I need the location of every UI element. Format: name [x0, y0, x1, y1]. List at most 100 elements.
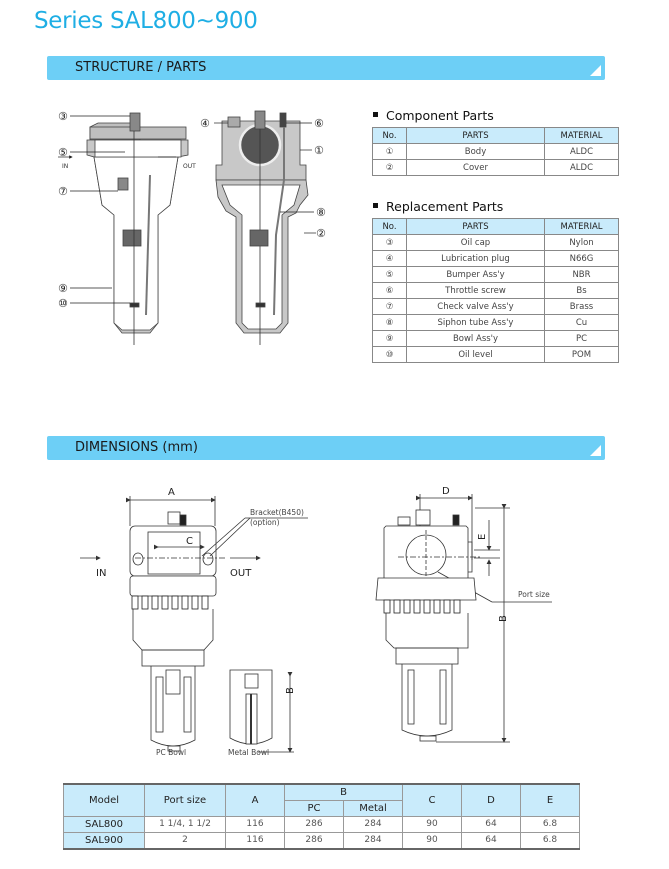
col-b-metal: Metal — [343, 799, 403, 817]
callout-8: ⑧ — [316, 206, 326, 219]
cell-material: ALDC — [544, 159, 619, 176]
cell-no: ⑥ — [372, 282, 407, 299]
cell-material: Brass — [544, 298, 619, 315]
in-label: IN — [96, 568, 106, 579]
cell-no: ② — [372, 159, 407, 176]
table-row: SAL900 2 116 286 284 90 64 6.8 — [63, 831, 580, 849]
cell-d: 64 — [461, 815, 521, 833]
cell-model: SAL900 — [63, 831, 145, 849]
component-parts-heading: Component Parts — [373, 108, 494, 123]
section-header-structure: STRUCTURE / PARTS — [47, 56, 605, 80]
section-title: STRUCTURE / PARTS — [75, 60, 207, 75]
cell-part: Body — [406, 143, 545, 160]
cell-part: Oil level — [406, 346, 545, 363]
port-size-label: Port size — [518, 590, 550, 599]
cell-b-metal: 284 — [343, 815, 403, 833]
cell-no: ④ — [372, 250, 407, 267]
cell-b-pc: 286 — [284, 815, 344, 833]
col-port-size: Port size — [144, 783, 226, 817]
callout-5: ⑤ — [58, 146, 68, 159]
replacement-parts-heading: Replacement Parts — [373, 199, 503, 214]
cell-part: Bumper Ass'y — [406, 266, 545, 283]
cell-part: Cover — [406, 159, 545, 176]
callout-2: ② — [316, 227, 326, 240]
cell-e: 6.8 — [520, 831, 580, 849]
cell-material: POM — [544, 346, 619, 363]
cell-b-pc: 286 — [284, 831, 344, 849]
col-a: A — [225, 783, 285, 817]
cell-material: ALDC — [544, 143, 619, 160]
out-label: OUT — [230, 568, 252, 579]
callout-4: ④ — [200, 117, 210, 130]
cell-no: ⑨ — [372, 330, 407, 347]
cell-material: PC — [544, 330, 619, 347]
cell-no: ① — [372, 143, 407, 160]
cell-a: 116 — [225, 831, 285, 849]
cell-no: ⑩ — [372, 346, 407, 363]
pc-bowl-label: PC Bowl — [156, 748, 186, 757]
col-d: D — [461, 783, 521, 817]
cell-port-size: 2 — [144, 831, 226, 849]
col-b: B — [284, 783, 403, 801]
table-row: ② Cover ALDC — [372, 159, 619, 176]
cell-part: Bowl Ass'y — [406, 330, 545, 347]
dim-label-e: E — [477, 534, 488, 540]
col-no: No. — [372, 218, 407, 235]
cell-e: 6.8 — [520, 815, 580, 833]
col-parts: PARTS — [406, 127, 545, 144]
dim-label-b: B — [498, 615, 509, 622]
col-e: E — [520, 783, 580, 817]
dim-label-a: A — [168, 487, 175, 498]
cell-port-size: 1 1/4, 1 1/2 — [144, 815, 226, 833]
fins-side — [383, 599, 461, 614]
bullet-icon — [373, 112, 378, 117]
cell-part: Check valve Ass'y — [406, 298, 545, 315]
col-no: No. — [372, 127, 407, 144]
col-parts: PARTS — [406, 218, 545, 235]
cell-part: Throttle screw — [406, 282, 545, 299]
cell-part: Siphon tube Ass'y — [406, 314, 545, 331]
cell-c: 90 — [402, 815, 462, 833]
col-material: MATERIAL — [544, 218, 619, 235]
cell-model: SAL800 — [63, 815, 145, 833]
fins-front — [131, 595, 209, 610]
cell-material: Bs — [544, 282, 619, 299]
callout-1: ① — [314, 144, 324, 157]
table-row: SAL800 1 1/4, 1 1/2 116 286 284 90 64 6.… — [63, 815, 580, 833]
dim-label-d: D — [442, 486, 450, 497]
dimensions-table: Model Port size A B C D E PC Metal SAL80… — [63, 783, 580, 850]
component-parts-table: No. PARTS MATERIAL ① Body ALDC ② Cover A… — [372, 127, 619, 176]
cell-a: 116 — [225, 815, 285, 833]
heading-text: Replacement Parts — [386, 199, 504, 214]
section-title: DIMENSIONS (mm) — [75, 440, 198, 455]
callout-9: ⑨ — [58, 282, 68, 295]
dim-label-c: C — [186, 536, 193, 547]
cell-material: NBR — [544, 266, 619, 283]
cell-material: N66G — [544, 250, 619, 267]
dim-label-b-metal: B — [285, 687, 296, 694]
bullet-icon — [373, 203, 378, 208]
col-c: C — [402, 783, 462, 817]
cell-material: Nylon — [544, 234, 619, 251]
table-row: ① Body ALDC — [372, 143, 619, 160]
callout-7: ⑦ — [58, 185, 68, 198]
cell-no: ⑦ — [372, 298, 407, 315]
cell-part: Lubrication plug — [406, 250, 545, 267]
section-header-dimensions: DIMENSIONS (mm) — [47, 436, 605, 460]
cell-no: ⑤ — [372, 266, 407, 283]
cell-no: ⑧ — [372, 314, 407, 331]
cell-part: Oil cap — [406, 234, 545, 251]
callout-3: ③ — [58, 110, 68, 123]
page-corner-icon — [590, 65, 601, 76]
cell-b-metal: 284 — [343, 831, 403, 849]
heading-text: Component Parts — [386, 108, 494, 123]
flow-in-label: IN — [62, 163, 68, 170]
callout-10: ⑩ — [58, 297, 68, 310]
bracket-label: Bracket(B450) — [250, 508, 304, 517]
